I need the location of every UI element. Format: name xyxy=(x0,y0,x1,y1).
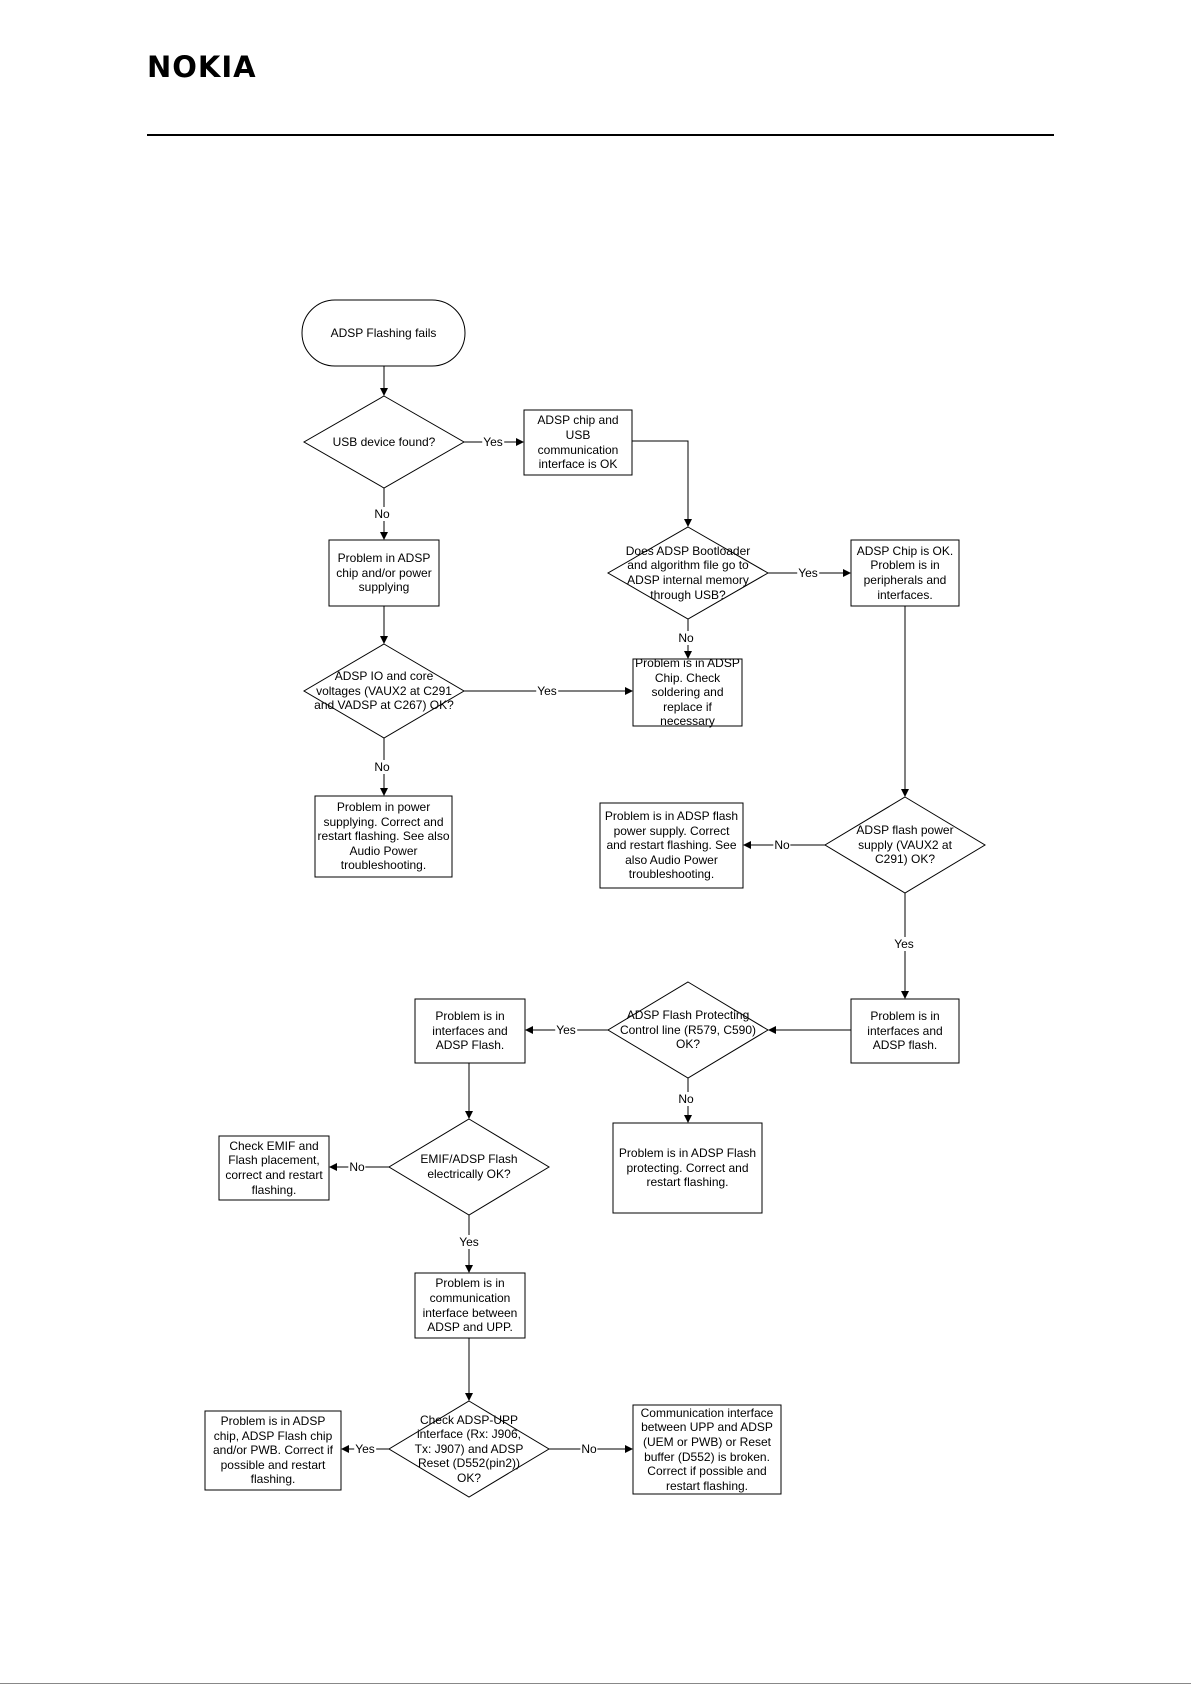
edge-label-boot-yes: Yes xyxy=(797,566,819,580)
power-problem-box xyxy=(328,539,440,607)
chip-flash-pwb-label: Problem is in ADSP chip, ADSP Flash chip… xyxy=(212,1414,334,1487)
power-supplying-box xyxy=(314,795,453,878)
comm-upp-box xyxy=(414,1272,526,1339)
usb-found-label: USB device found? xyxy=(332,434,436,449)
protecting-problem-box xyxy=(612,1122,763,1214)
edge-label-usb-no: No xyxy=(373,507,391,521)
comm-broken-label: Communication interface between UPP and … xyxy=(640,1405,774,1493)
chip-ok-box xyxy=(850,539,960,607)
emif-label: EMIF/ADSP Flash electrically OK? xyxy=(420,1152,518,1181)
check-emif-box xyxy=(218,1135,330,1201)
edge-label-emif-no: No xyxy=(348,1160,366,1174)
edge-usbok-boot xyxy=(632,440,692,527)
interfaces-flash-right-box xyxy=(850,998,960,1064)
flash-protecting-label: ADSP Flash Protecting Control line (R579… xyxy=(619,1008,757,1052)
edge-label-fp-no: No xyxy=(773,838,791,852)
edge-label-boot-no: No xyxy=(677,631,695,645)
bootloader-label: Does ADSP Bootloader and algorithm file … xyxy=(625,543,751,602)
chip-flash-pwb-box xyxy=(204,1410,342,1491)
check-upp-decision xyxy=(388,1400,550,1498)
power-supplying-label: Problem in power supplying. Correct and … xyxy=(317,800,450,873)
chip-ok-label: ADSP Chip is OK. Problem is in periphera… xyxy=(856,543,954,602)
footer-rule xyxy=(0,1683,1191,1684)
chip-problem-box xyxy=(632,658,743,727)
edge-label-upp-no: No xyxy=(580,1442,598,1456)
edge-label-io-yes: Yes xyxy=(536,684,558,698)
usb-ok-box xyxy=(523,409,633,476)
comm-broken-box xyxy=(632,1404,782,1495)
edge-label-fp-yes: Yes xyxy=(893,937,915,951)
edge-label-emif-yes: Yes xyxy=(458,1235,480,1249)
edge-label-io-no: No xyxy=(373,760,391,774)
nokia-logo: NOKIA xyxy=(147,50,257,84)
usb-ok-label: ADSP chip and USB communication interfac… xyxy=(537,413,619,472)
interfaces-flash-left-label: Problem is in interfaces and ADSP Flash. xyxy=(432,1009,508,1053)
edge-label-prot-yes: Yes xyxy=(555,1023,577,1037)
flash-power-label: ADSP flash power supply (VAUX2 at C291) … xyxy=(856,823,954,867)
check-upp-label: Check ADSP-UPP interface (Rx: J906, Tx: … xyxy=(414,1412,524,1485)
edge-label-upp-yes: Yes xyxy=(354,1442,376,1456)
header-rule xyxy=(147,134,1054,136)
edge-label-usb-yes: Yes xyxy=(482,435,504,449)
check-emif-label: Check EMIF and Flash placement, correct … xyxy=(225,1138,323,1197)
protecting-problem-label: Problem is in ADSP Flash protecting. Cor… xyxy=(618,1146,757,1190)
interfaces-flash-left-box xyxy=(414,998,526,1064)
comm-upp-label: Problem is in communication interface be… xyxy=(422,1276,518,1335)
chip-problem-label: Problem is in ADSP Chip. Check soldering… xyxy=(635,656,740,729)
start-label: ADSP Flashing fails xyxy=(330,325,437,340)
io-voltages-label: ADSP IO and core voltages (VAUX2 at C291… xyxy=(314,669,454,713)
edge-label-prot-no: No xyxy=(677,1092,695,1106)
interfaces-flash-right-label: Problem is in interfaces and ADSP flash. xyxy=(867,1009,943,1053)
flash-power-problem-label: Problem is in ADSP flash power supply. C… xyxy=(604,809,739,882)
power-problem-label: Problem in ADSP chip and/or power supply… xyxy=(336,551,432,595)
